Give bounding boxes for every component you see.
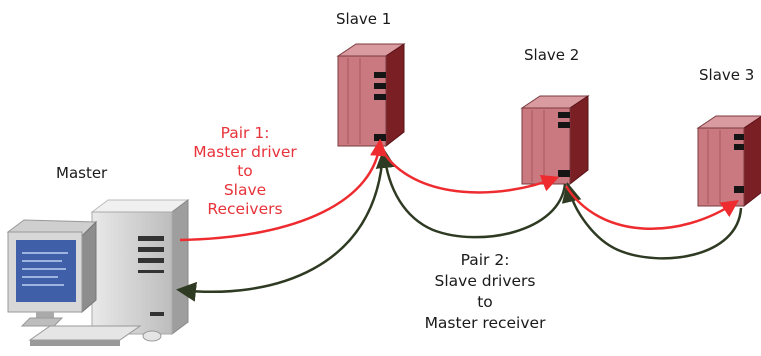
pair2-line-3: to bbox=[477, 293, 493, 311]
master-label: Master bbox=[56, 164, 108, 182]
pair2-title: Pair 2: bbox=[460, 251, 510, 269]
slave2-label: Slave 2 bbox=[524, 46, 580, 64]
pair1-line-3: to bbox=[237, 162, 253, 180]
pair2-line-slave2-to-slave1 bbox=[375, 148, 567, 239]
pair2-line-2: Slave drivers bbox=[434, 272, 536, 290]
pair1-description: Pair 1: Master driver to Slave Receivers bbox=[180, 124, 310, 219]
master-computer-icon bbox=[6, 199, 190, 346]
slave3-label: Slave 3 bbox=[699, 66, 755, 84]
pair1-title: Pair 1: bbox=[220, 124, 270, 142]
pair2-line-slave1-to-master bbox=[176, 149, 385, 302]
pair1-line-4: Slave bbox=[223, 181, 267, 199]
pair1-line-2: Master driver bbox=[193, 143, 297, 161]
pair1-line-5: Receivers bbox=[207, 200, 283, 218]
monitor-screen bbox=[16, 240, 76, 302]
pair2-line-4: Master receiver bbox=[424, 314, 546, 332]
pair2-line-slave3-to-slave2 bbox=[561, 182, 743, 260]
slave3-device-icon bbox=[696, 115, 761, 208]
pair1-line-master-to-slave1 bbox=[179, 138, 388, 242]
slave1-device-icon bbox=[336, 43, 406, 148]
pair1-line-slave1-to-slave2 bbox=[385, 155, 560, 194]
pair2-description: Pair 2: Slave drivers to Master receiver bbox=[400, 250, 570, 334]
pair1-connection-lines bbox=[179, 138, 739, 242]
pair2-connection-lines bbox=[176, 148, 743, 302]
slave1-label: Slave 1 bbox=[336, 10, 392, 28]
pair1-line-slave2-to-slave3 bbox=[564, 185, 739, 230]
slave2-device-icon bbox=[520, 95, 590, 186]
